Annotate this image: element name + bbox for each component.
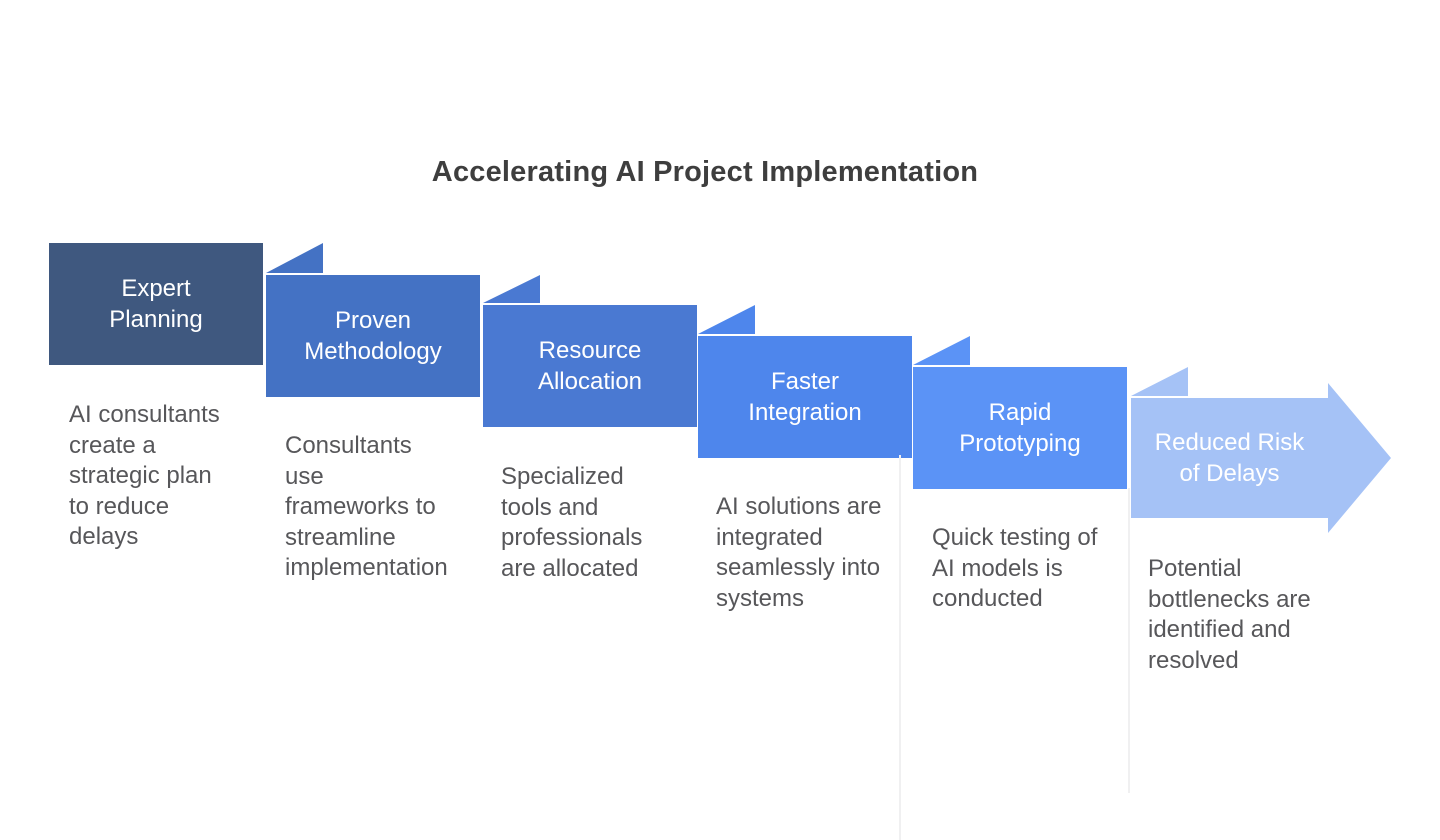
description-line: implementation <box>285 554 448 581</box>
step-label-line: Planning <box>109 306 203 333</box>
description-line: create a <box>69 431 156 459</box>
description-line: Quick testing of <box>932 524 1098 551</box>
description-line: to reduce <box>69 492 170 520</box>
step-fold <box>483 275 540 303</box>
description-line: conducted <box>932 585 1043 612</box>
description-line: Potential <box>1148 555 1242 582</box>
description-line: strategic plan <box>69 462 212 489</box>
faint-grid-line <box>1128 488 1130 793</box>
description-line: integrated <box>716 523 823 551</box>
faint-grid-line <box>899 455 901 840</box>
step-label-line: Proven <box>334 307 412 334</box>
description-line: identified and <box>1148 616 1291 643</box>
description-line: bottlenecks are <box>1148 585 1311 613</box>
description-line: AI models is <box>932 554 1063 582</box>
diagram-title: Accelerating AI Project Implementation <box>431 156 979 188</box>
step-fold <box>1131 367 1188 396</box>
step-fold <box>913 336 970 365</box>
description-line: use <box>285 462 324 490</box>
step-label-line: Resource <box>538 337 642 364</box>
step-description: Potential bottlenecks are identified and re… <box>1148 554 1311 676</box>
description-line: Consultants <box>285 432 412 459</box>
description-line: streamline <box>285 523 396 551</box>
step-label-line: Rapid <box>988 399 1052 426</box>
step-label-line: Expert <box>121 275 191 302</box>
step-description: AI solutions are integrated seamlessly int… <box>716 492 881 614</box>
step-label-line: Methodology <box>304 338 442 365</box>
description-line: frameworks to <box>285 493 436 520</box>
step-label-line: Faster <box>770 368 839 395</box>
description-line: AI consultants <box>69 401 220 428</box>
description-line: tools and <box>501 493 599 521</box>
description-line: Specialized <box>501 463 624 490</box>
step-description: Consultants use frameworks to streamline imp… <box>285 431 448 584</box>
step-label-line: Prototyping <box>959 430 1081 457</box>
description-line: resolved <box>1148 646 1239 674</box>
step-description: Specialized tools and professionals are all… <box>501 462 642 584</box>
step-fold <box>266 243 323 273</box>
description-line: professionals <box>501 524 643 551</box>
description-line: seamlessly into <box>716 554 881 581</box>
description-line: AI solutions are <box>716 493 882 520</box>
step-description: AI consultants create a strategic plan to r… <box>69 400 220 553</box>
step-label-line: of Delays <box>1179 460 1280 487</box>
description-line: delays <box>69 523 139 550</box>
step-label-line: Allocation <box>537 368 643 395</box>
description-line: are allocated <box>501 554 639 582</box>
step-arrow: Reduced Risk of Delays <box>1131 383 1391 533</box>
step-label-line: Reduced Risk <box>1154 429 1305 456</box>
step-fold <box>698 305 755 334</box>
step-label-line: Integration <box>748 399 862 426</box>
step-description: Quick testing of AI models is conducted <box>932 523 1097 615</box>
description-line: systems <box>716 584 805 612</box>
